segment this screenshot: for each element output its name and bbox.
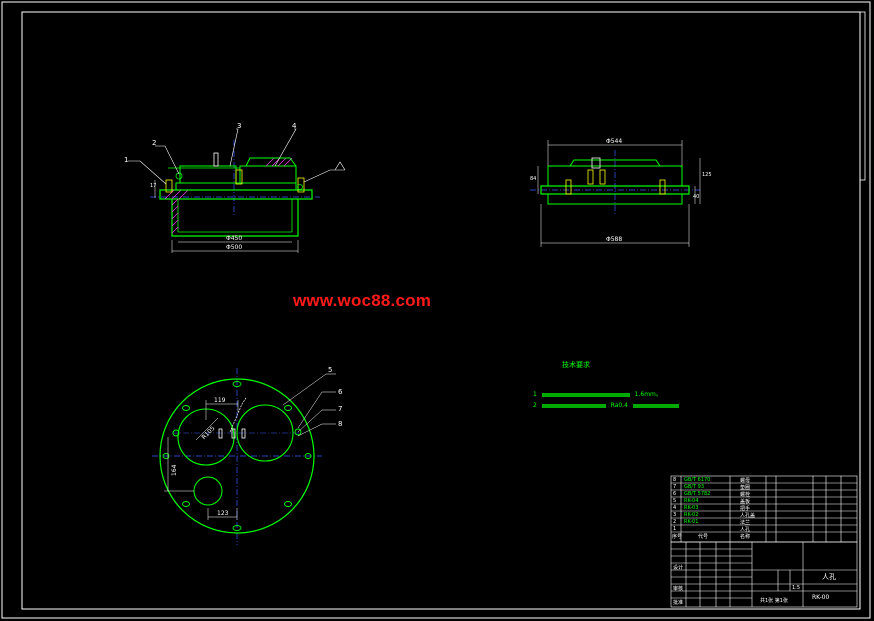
parts-row-no: 1 — [673, 526, 677, 532]
title-designer-label: 设计 — [673, 565, 684, 571]
technical-note-1: 1 1.6mm。 — [533, 389, 662, 398]
title-approve-label: 批准 — [673, 600, 684, 606]
plan-view — [152, 368, 336, 545]
side-dim-right-small: 40 — [693, 194, 699, 200]
plan-dim-diag: R105 — [200, 425, 216, 441]
side-dim-left: 84 — [530, 176, 536, 182]
parts-row-name: 垫圈 — [740, 485, 751, 491]
note-2-number: 2 — [533, 402, 537, 409]
note-1-number: 1 — [533, 391, 537, 398]
note-2-redacted — [541, 403, 606, 408]
side-dim-right: 125 — [702, 172, 712, 178]
plan-dim-left: 164 — [171, 464, 178, 476]
title-scale: 1:5 — [792, 585, 801, 591]
parts-row-name: 把手 — [740, 506, 751, 512]
parts-header-name: 名称 — [740, 534, 751, 540]
parts-row-no: 6 — [673, 491, 677, 497]
front-view — [128, 128, 346, 253]
note-1-value: 1.6mm。 — [634, 391, 662, 398]
front-dim-inner: Φ450 — [226, 235, 242, 242]
front-dim-side: 17 — [150, 183, 156, 189]
parts-row-name: 螺母 — [740, 478, 751, 484]
parts-row-name: 螺栓 — [740, 492, 751, 498]
parts-row-name: 法兰 — [740, 520, 751, 526]
title-drawing-no: RK-00 — [812, 594, 830, 601]
side-dim-top: Φ544 — [606, 138, 622, 145]
plan-callout-5: 5 — [328, 366, 332, 374]
parts-row-no: 7 — [673, 484, 677, 490]
title-block — [670, 541, 858, 608]
parts-row-no: 8 — [673, 477, 677, 483]
front-callout-2: 2 — [152, 139, 156, 147]
parts-row-name: 盖板 — [740, 499, 751, 505]
parts-row-no: 4 — [673, 505, 677, 511]
plan-dim-bottom: 123 — [217, 510, 229, 517]
parts-row-name: 人孔盖 — [740, 513, 756, 519]
parts-row-code: RK-01 — [684, 519, 699, 525]
parts-row-no: 2 — [673, 519, 677, 525]
parts-row-code: RK-02 — [684, 512, 699, 518]
plan-callout-8: 8 — [338, 420, 342, 428]
parts-row-name: 人孔 — [740, 527, 751, 533]
plan-callout-6: 6 — [338, 388, 343, 396]
parts-row-no: 5 — [673, 498, 677, 504]
plan-callout-7: 7 — [338, 405, 342, 413]
parts-row-code: RK-03 — [684, 505, 699, 511]
note-1-redacted — [541, 392, 630, 397]
front-callout-3: 3 — [237, 122, 241, 130]
note-2-redacted-tail — [632, 403, 679, 408]
parts-header-code: 代号 — [698, 534, 709, 540]
parts-row-code: RK-04 — [684, 498, 699, 504]
parts-row-no: 3 — [673, 512, 677, 518]
technical-requirements-title: 技术要求 — [562, 361, 590, 369]
front-callout-1: 1 — [124, 156, 128, 164]
front-dim-outer: Φ500 — [226, 244, 242, 251]
frame-corner-mark — [859, 11, 866, 181]
side-view — [530, 140, 701, 247]
front-callout-4: 4 — [292, 122, 297, 130]
title-checker-label: 审核 — [673, 586, 684, 592]
side-dim-bottom: Φ588 — [606, 236, 622, 243]
inner-frame — [21, 11, 861, 610]
watermark: www.woc88.com — [293, 291, 432, 310]
parts-row-code: GB/T 6170 — [684, 477, 711, 483]
parts-list — [670, 475, 858, 543]
parts-row-code: GB/T 93 — [684, 484, 704, 490]
plan-dim-top: 119 — [214, 397, 226, 404]
title-sheet: 共1张 第1张 — [760, 598, 788, 604]
parts-header-no: 序号 — [672, 534, 683, 540]
parts-row-code: GB/T 5782 — [684, 491, 711, 497]
title-drawing-name: 人孔 — [822, 573, 836, 581]
note-2-value: Ra0.4 — [610, 402, 628, 409]
technical-note-2: 2 Ra0.4 — [533, 402, 679, 409]
